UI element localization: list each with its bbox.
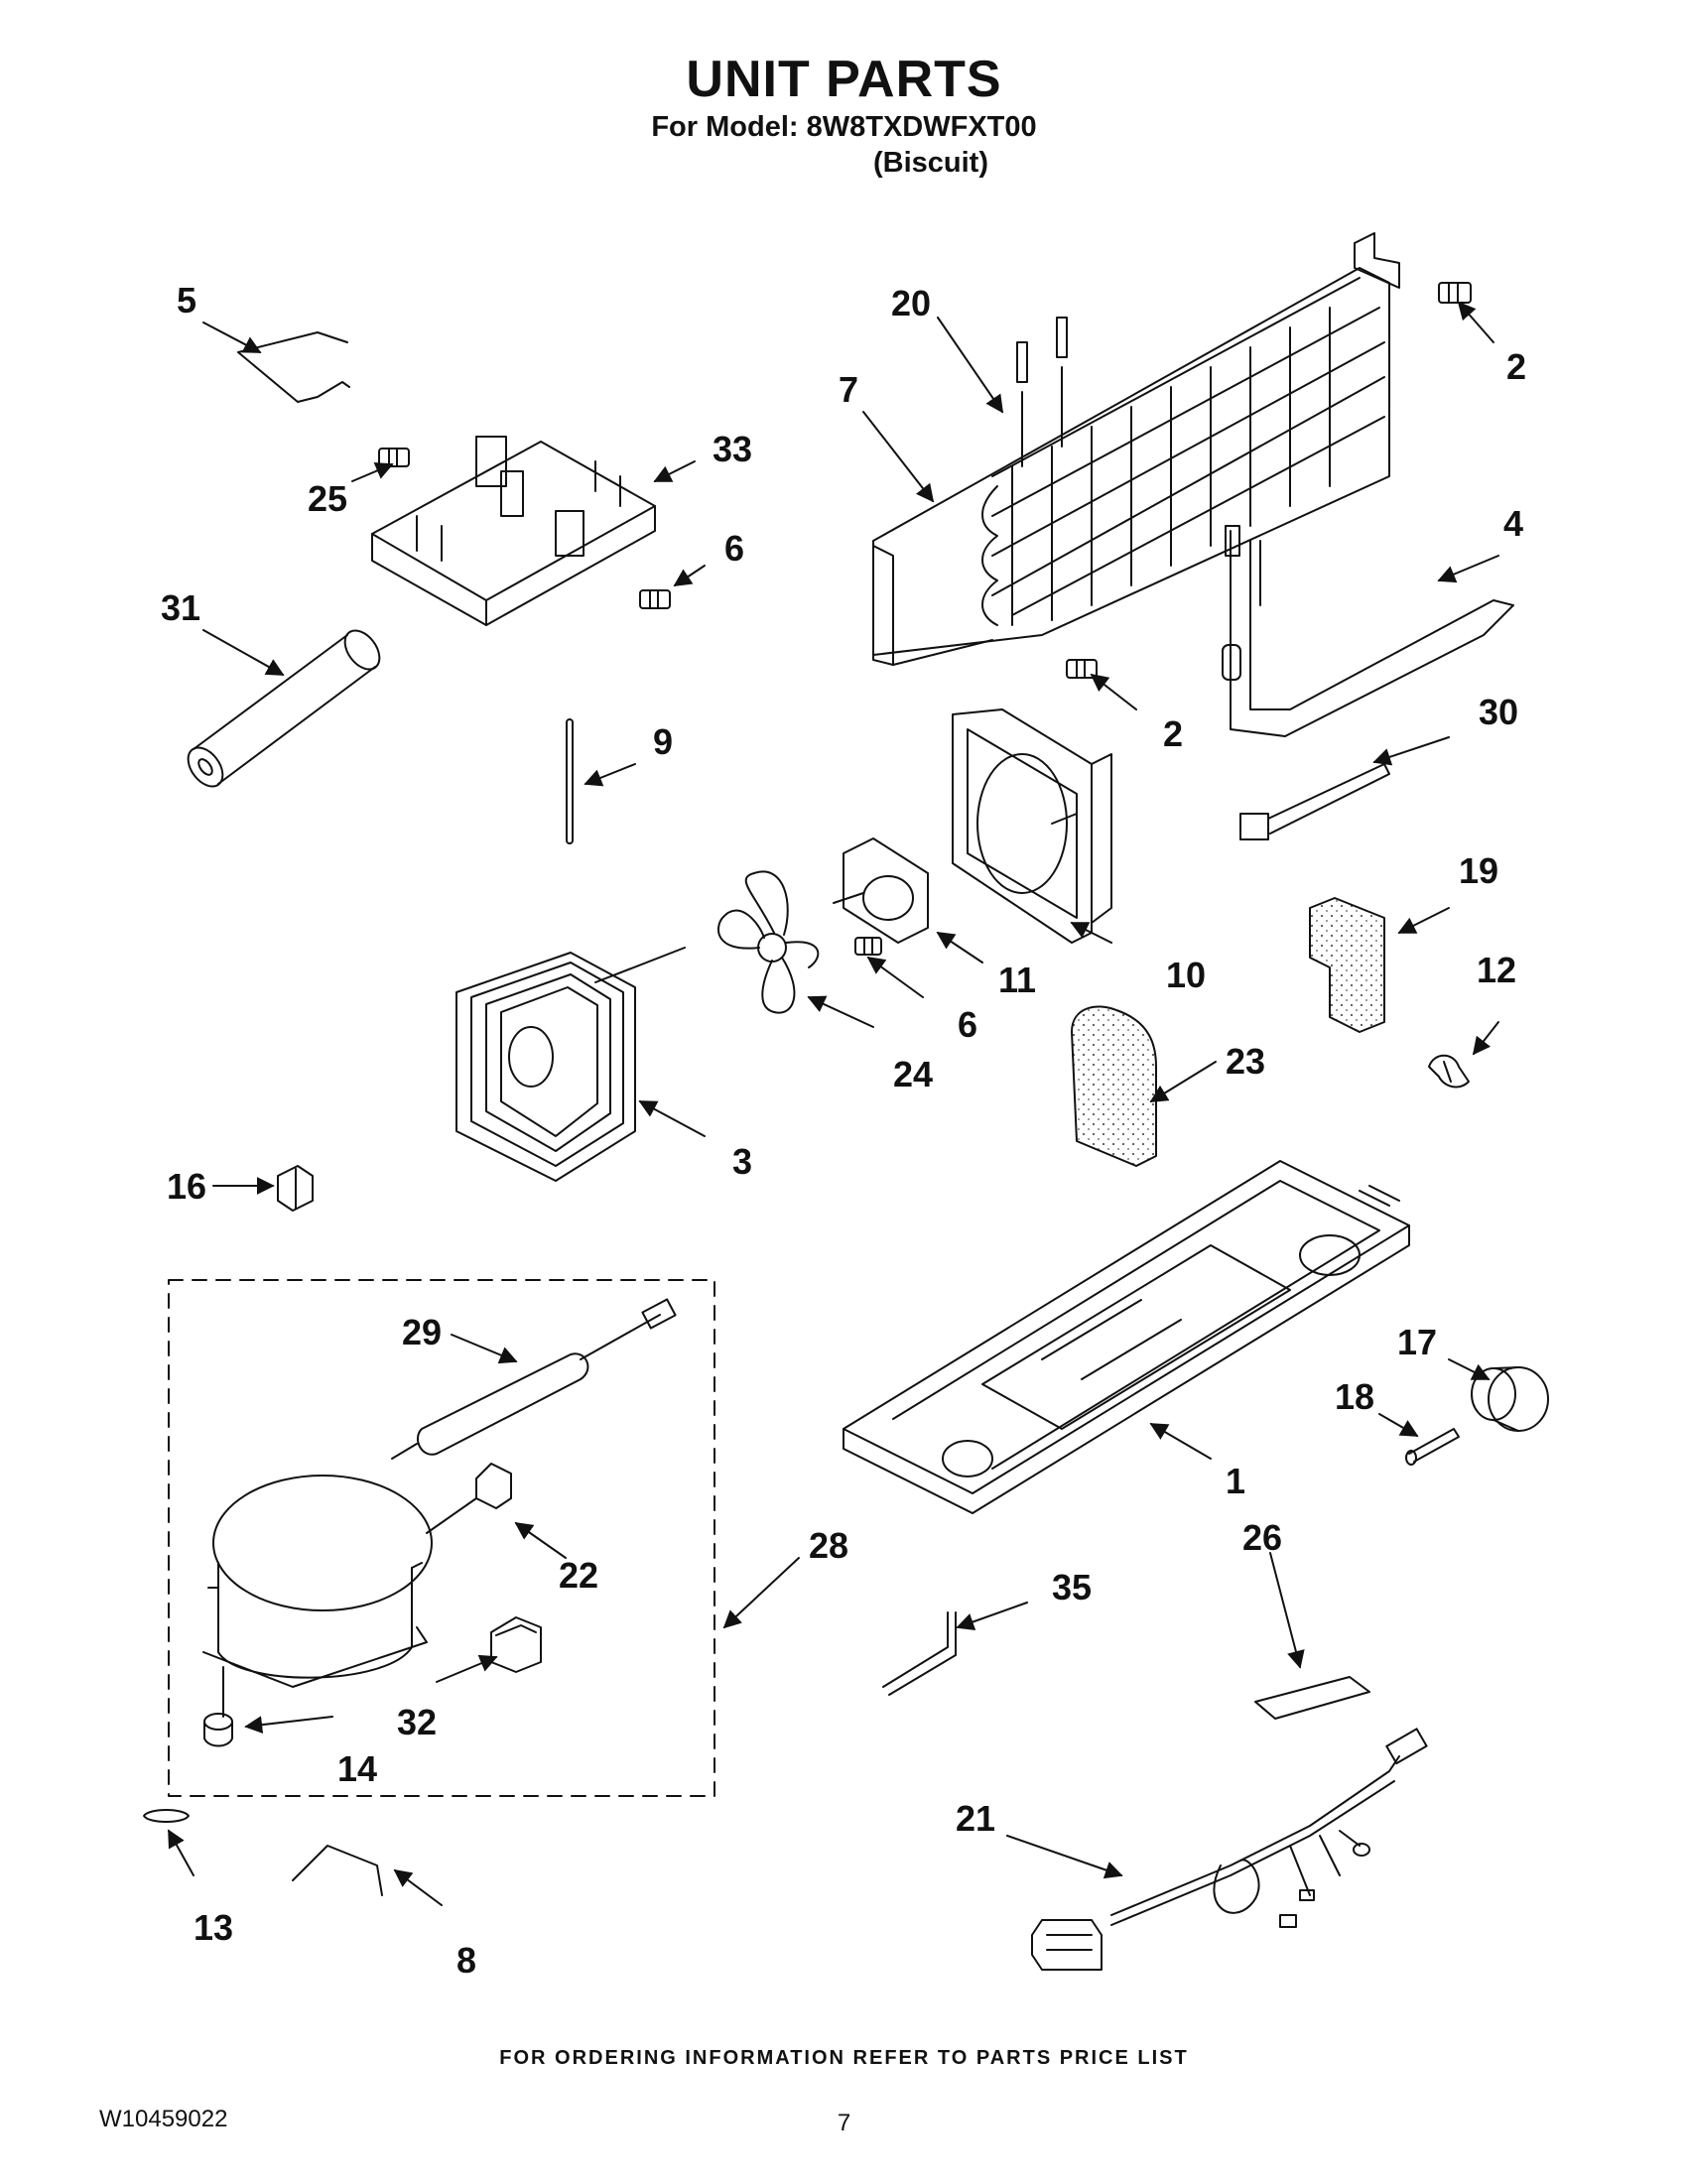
callout-18: 18 (1335, 1376, 1374, 1417)
callout-7: 7 (839, 369, 858, 410)
part-12-clip (1428, 1054, 1470, 1089)
callout-20: 20 (891, 283, 931, 323)
part-16-clip (277, 1165, 314, 1212)
page-title: UNIT PARTS (686, 51, 1002, 108)
part-23-foam-block (1071, 1005, 1157, 1167)
ordering-note: FOR ORDERING INFORMATION REFER TO PARTS … (499, 2047, 1189, 2069)
callout-32: 32 (397, 1702, 437, 1742)
callout-8: 8 (456, 1940, 476, 1981)
callout-16: 16 (167, 1166, 206, 1207)
callout-9: 9 (653, 721, 673, 762)
part-19-foam-block (1309, 897, 1385, 1033)
callout-22: 22 (559, 1555, 598, 1596)
part-13-clip (143, 1809, 190, 1823)
part-25-screw (378, 448, 410, 467)
callout-leaders (168, 301, 1499, 1906)
callout-31: 31 (161, 587, 200, 628)
part-9-tube (566, 718, 574, 844)
callout-25: 25 (308, 478, 347, 519)
part-5-wire-clip (237, 331, 350, 403)
part-21-wire-harness (1031, 1728, 1428, 1971)
callout-11: 11 (998, 960, 1036, 1000)
part-2-screw-upper (1438, 282, 1472, 304)
part-35-tube (882, 1611, 957, 1696)
part-1-base-pan (843, 1160, 1410, 1514)
callout-28: 28 (809, 1525, 848, 1566)
part-6-screw-lower (854, 937, 882, 956)
callout-2-upper: 2 (1506, 346, 1526, 387)
callout-1: 1 (1226, 1461, 1245, 1501)
callout-4: 4 (1503, 503, 1523, 544)
part-6-screw-upper (639, 589, 671, 609)
part-11-fan-motor (833, 837, 929, 944)
callout-2-middle: 2 (1163, 713, 1183, 754)
callout-17: 17 (1397, 1322, 1437, 1362)
part-10-fan-shroud (952, 708, 1112, 944)
callout-19: 19 (1459, 850, 1498, 891)
part-2-screw-middle (1066, 659, 1098, 679)
callout-12: 12 (1477, 950, 1516, 990)
part-31-insulation-tube (187, 629, 381, 788)
callout-5: 5 (177, 280, 196, 321)
part-4-defrost-heater (1222, 525, 1514, 737)
part-24-fan-blade (716, 870, 820, 1014)
part-18-axle-pin (1405, 1428, 1460, 1466)
page-number: 7 (837, 2110, 851, 2136)
part-22-relay (426, 1463, 512, 1534)
part-28-compressor-kit-box (168, 1279, 715, 1797)
part-17-roller-wheel (1471, 1366, 1549, 1432)
callout-14: 14 (337, 1748, 377, 1789)
model-color: (Biscuit) (873, 147, 988, 179)
callout-26: 26 (1242, 1517, 1282, 1558)
part-7-bracket (872, 232, 1400, 666)
part-32-capacitor (490, 1616, 542, 1673)
callout-21: 21 (956, 1798, 995, 1839)
model-number: For Model: 8W8TXDWFXT00 (651, 111, 1037, 143)
callout-6-upper: 6 (724, 528, 744, 569)
part-29-filter-drier (391, 1298, 677, 1460)
callout-13: 13 (194, 1907, 233, 1948)
callout-35: 35 (1052, 1567, 1092, 1607)
part-20-evaporator (872, 267, 1390, 656)
callout-6-lower: 6 (958, 1004, 977, 1045)
part-3-condenser (455, 947, 686, 1182)
part-14-grommet (203, 1713, 233, 1747)
callout-3: 3 (732, 1141, 752, 1182)
callout-23: 23 (1226, 1041, 1265, 1082)
part-28-compressor (202, 1475, 433, 1718)
part-26-label (1254, 1676, 1370, 1720)
callout-29: 29 (402, 1312, 442, 1352)
callout-30: 30 (1479, 692, 1518, 732)
document-number: W10459022 (99, 2106, 228, 2132)
callout-10: 10 (1166, 955, 1206, 995)
part-33-control-housing (371, 436, 656, 626)
part-8-wire-clip (292, 1845, 383, 1896)
callout-24: 24 (893, 1054, 933, 1094)
callout-33: 33 (713, 429, 752, 469)
part-30-cable-tie (1239, 763, 1390, 840)
